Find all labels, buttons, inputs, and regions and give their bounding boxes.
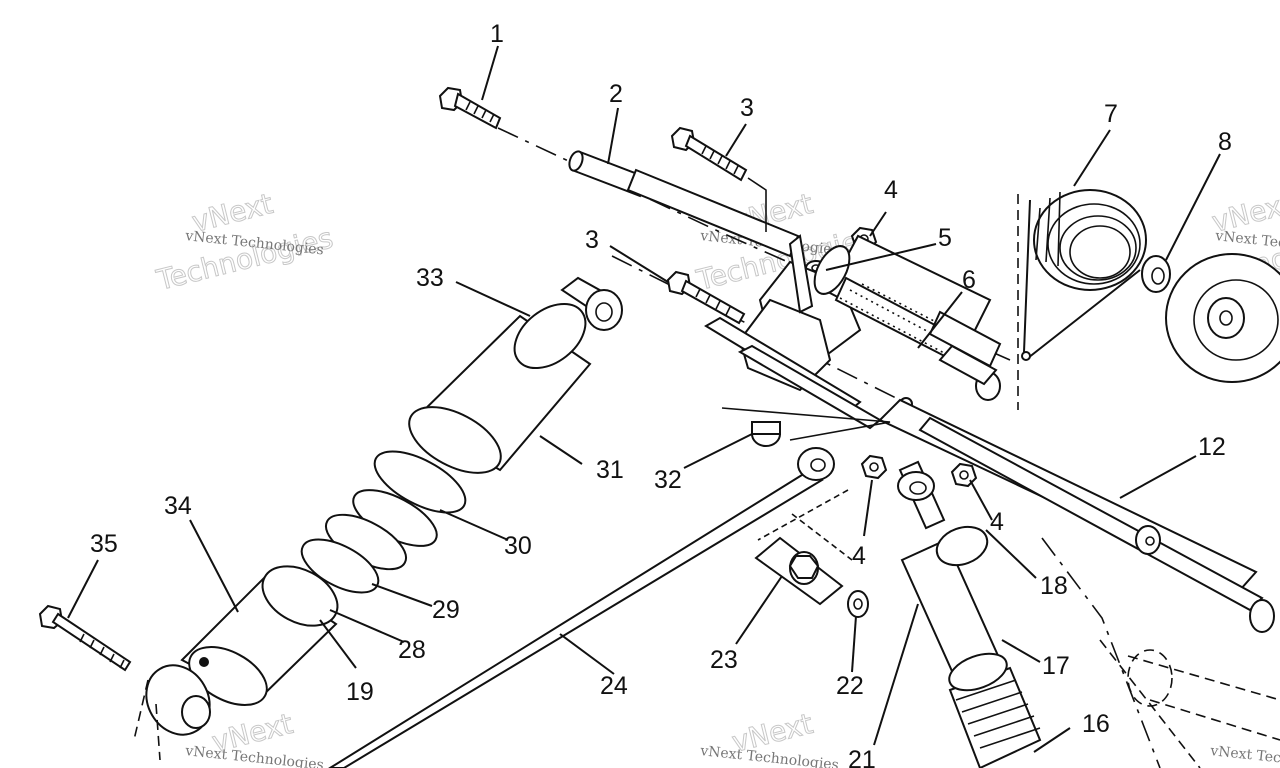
- watermark-left: vNext Technologies vNext Technologies: [152, 186, 336, 297]
- callout-19: 19: [346, 678, 374, 706]
- part-33-bushing: [560, 276, 623, 331]
- callout-24: 24: [600, 672, 628, 700]
- callout-3: 3: [585, 226, 599, 254]
- part-23-bushing: [754, 536, 844, 606]
- part-8-washer: [1141, 255, 1171, 293]
- part-2-shaft: [568, 150, 800, 258]
- part-35-bolt: [38, 604, 161, 761]
- rear-shock-assembly: [145, 302, 592, 736]
- callout-7: 7: [1104, 100, 1118, 128]
- part-3-bolt-lower: [666, 270, 746, 325]
- callout-2: 2: [609, 80, 623, 108]
- part-1-bolt: [438, 86, 502, 130]
- callout-16: 16: [1082, 710, 1110, 738]
- part-24-limiter-strap: [328, 447, 835, 768]
- callout-30: 30: [504, 532, 532, 560]
- callout-35: 35: [90, 530, 118, 558]
- strap-guide-line: [721, 407, 891, 441]
- front-shock-assembly: [897, 460, 1042, 768]
- part-4-nut-middle: [860, 454, 888, 480]
- callout-8: 8: [1218, 128, 1232, 156]
- watermark-brand: Technologies: [153, 221, 336, 297]
- assembly-axis-line: [611, 255, 901, 401]
- leader-lines: [67, 45, 1221, 753]
- part-22-washer: [847, 590, 869, 618]
- callout-34: 34: [164, 492, 192, 520]
- callout-28: 28: [398, 636, 426, 664]
- callout-29: 29: [432, 596, 460, 624]
- callout-22: 22: [836, 672, 864, 700]
- callout-31: 31: [596, 456, 624, 484]
- upper-bracket: [704, 234, 913, 430]
- part-3-bolt-upper: [670, 126, 767, 232]
- watermark-bottom-center: vNext vNext Technologies: [699, 706, 840, 768]
- callout-12: 12: [1198, 433, 1226, 461]
- part-32-spacer: [751, 421, 781, 447]
- callout-3: 3: [740, 94, 754, 122]
- lower-rail-outline: [1041, 537, 1280, 768]
- callout-1: 1: [490, 20, 504, 48]
- callout-33: 33: [416, 264, 444, 292]
- watermark-text: vNext Technologies: [1209, 743, 1280, 768]
- part-7-torsion-spring: [1017, 189, 1147, 410]
- callout-32: 32: [654, 466, 682, 494]
- watermark-bottom-right: vNext Technologies: [1209, 743, 1280, 768]
- callout-6: 6: [962, 266, 976, 294]
- callout-4: 4: [990, 508, 1004, 536]
- callout-23: 23: [710, 646, 738, 674]
- callout-labels: 1 2 3 3 4 4 4 5 6 7 8 12 16 17 18 19 21 …: [90, 20, 1232, 768]
- callout-5: 5: [938, 224, 952, 252]
- callout-18: 18: [1040, 572, 1068, 600]
- idler-wheel: [1165, 253, 1280, 383]
- callout-21: 21: [848, 746, 876, 768]
- part-6-bushing: [813, 234, 1002, 401]
- callout-4: 4: [852, 542, 866, 570]
- callout-17: 17: [1042, 652, 1070, 680]
- part-12-suspension-arm: [878, 398, 1275, 633]
- callout-4: 4: [884, 176, 898, 204]
- hidden-line: [757, 489, 853, 561]
